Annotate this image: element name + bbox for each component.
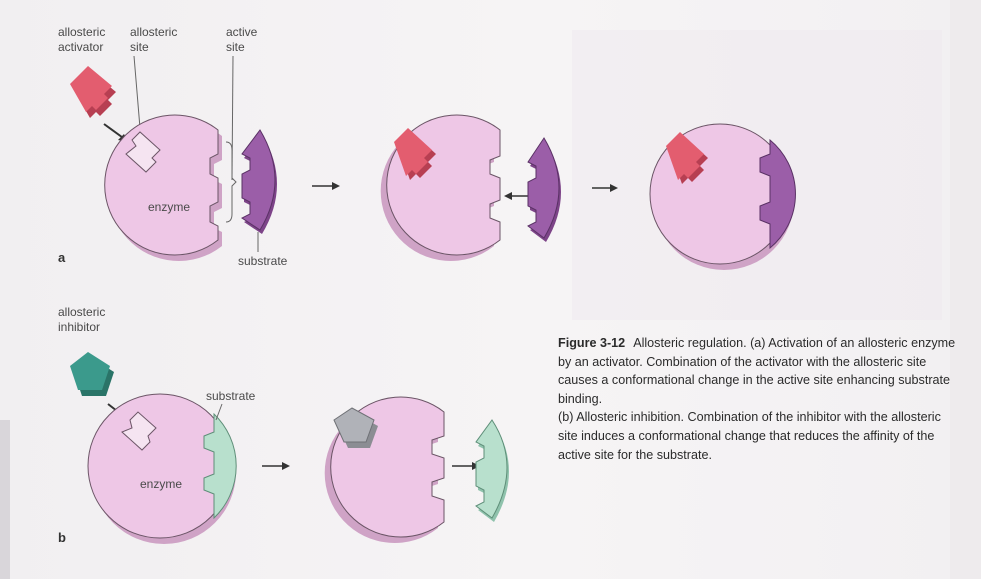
caption-title: Figure 3-12 (558, 336, 625, 350)
active-site-bracket (226, 142, 236, 222)
label-enzyme-b: enzyme (140, 477, 182, 491)
step-arrow-a2-head (610, 184, 618, 192)
caption-part-2: (b) Allosteric inhibition. Combination o… (558, 410, 941, 461)
allosteric-activator (70, 66, 116, 118)
substrate-a1 (242, 130, 277, 234)
label-allosteric-inhibitor-2: inhibitor (58, 320, 100, 334)
label-active-site-2: site (226, 40, 245, 54)
enzyme-a2 (381, 115, 500, 261)
label-substrate-a: substrate (238, 254, 288, 268)
label-active-site-1: active (226, 25, 258, 39)
caption-paragraph-2: (b) Allosteric inhibition. Combination o… (558, 408, 958, 464)
label-allosteric-inhibitor-1: allosteric (58, 305, 105, 319)
panel-label-b: b (58, 530, 66, 545)
label-allosteric-activator-2: activator (58, 40, 103, 54)
step-arrow-a1-head (332, 182, 340, 190)
released-substrate-b2 (476, 420, 509, 522)
step-arrow-b1-head (282, 462, 290, 470)
label-enzyme-a: enzyme (148, 200, 190, 214)
leader-substrate-b (216, 404, 222, 420)
binding-arrow-a2-head (504, 192, 512, 200)
label-allosteric-site-2: site (130, 40, 149, 54)
allosteric-inhibitor (70, 352, 114, 396)
leader-allosteric-site (134, 56, 140, 128)
panel-label-a: a (58, 250, 66, 265)
label-allosteric-site-1: allosteric (130, 25, 177, 39)
label-substrate-b: substrate (206, 389, 256, 403)
substrate-a2 (528, 138, 561, 242)
label-allosteric-activator-1: allosteric (58, 25, 105, 39)
